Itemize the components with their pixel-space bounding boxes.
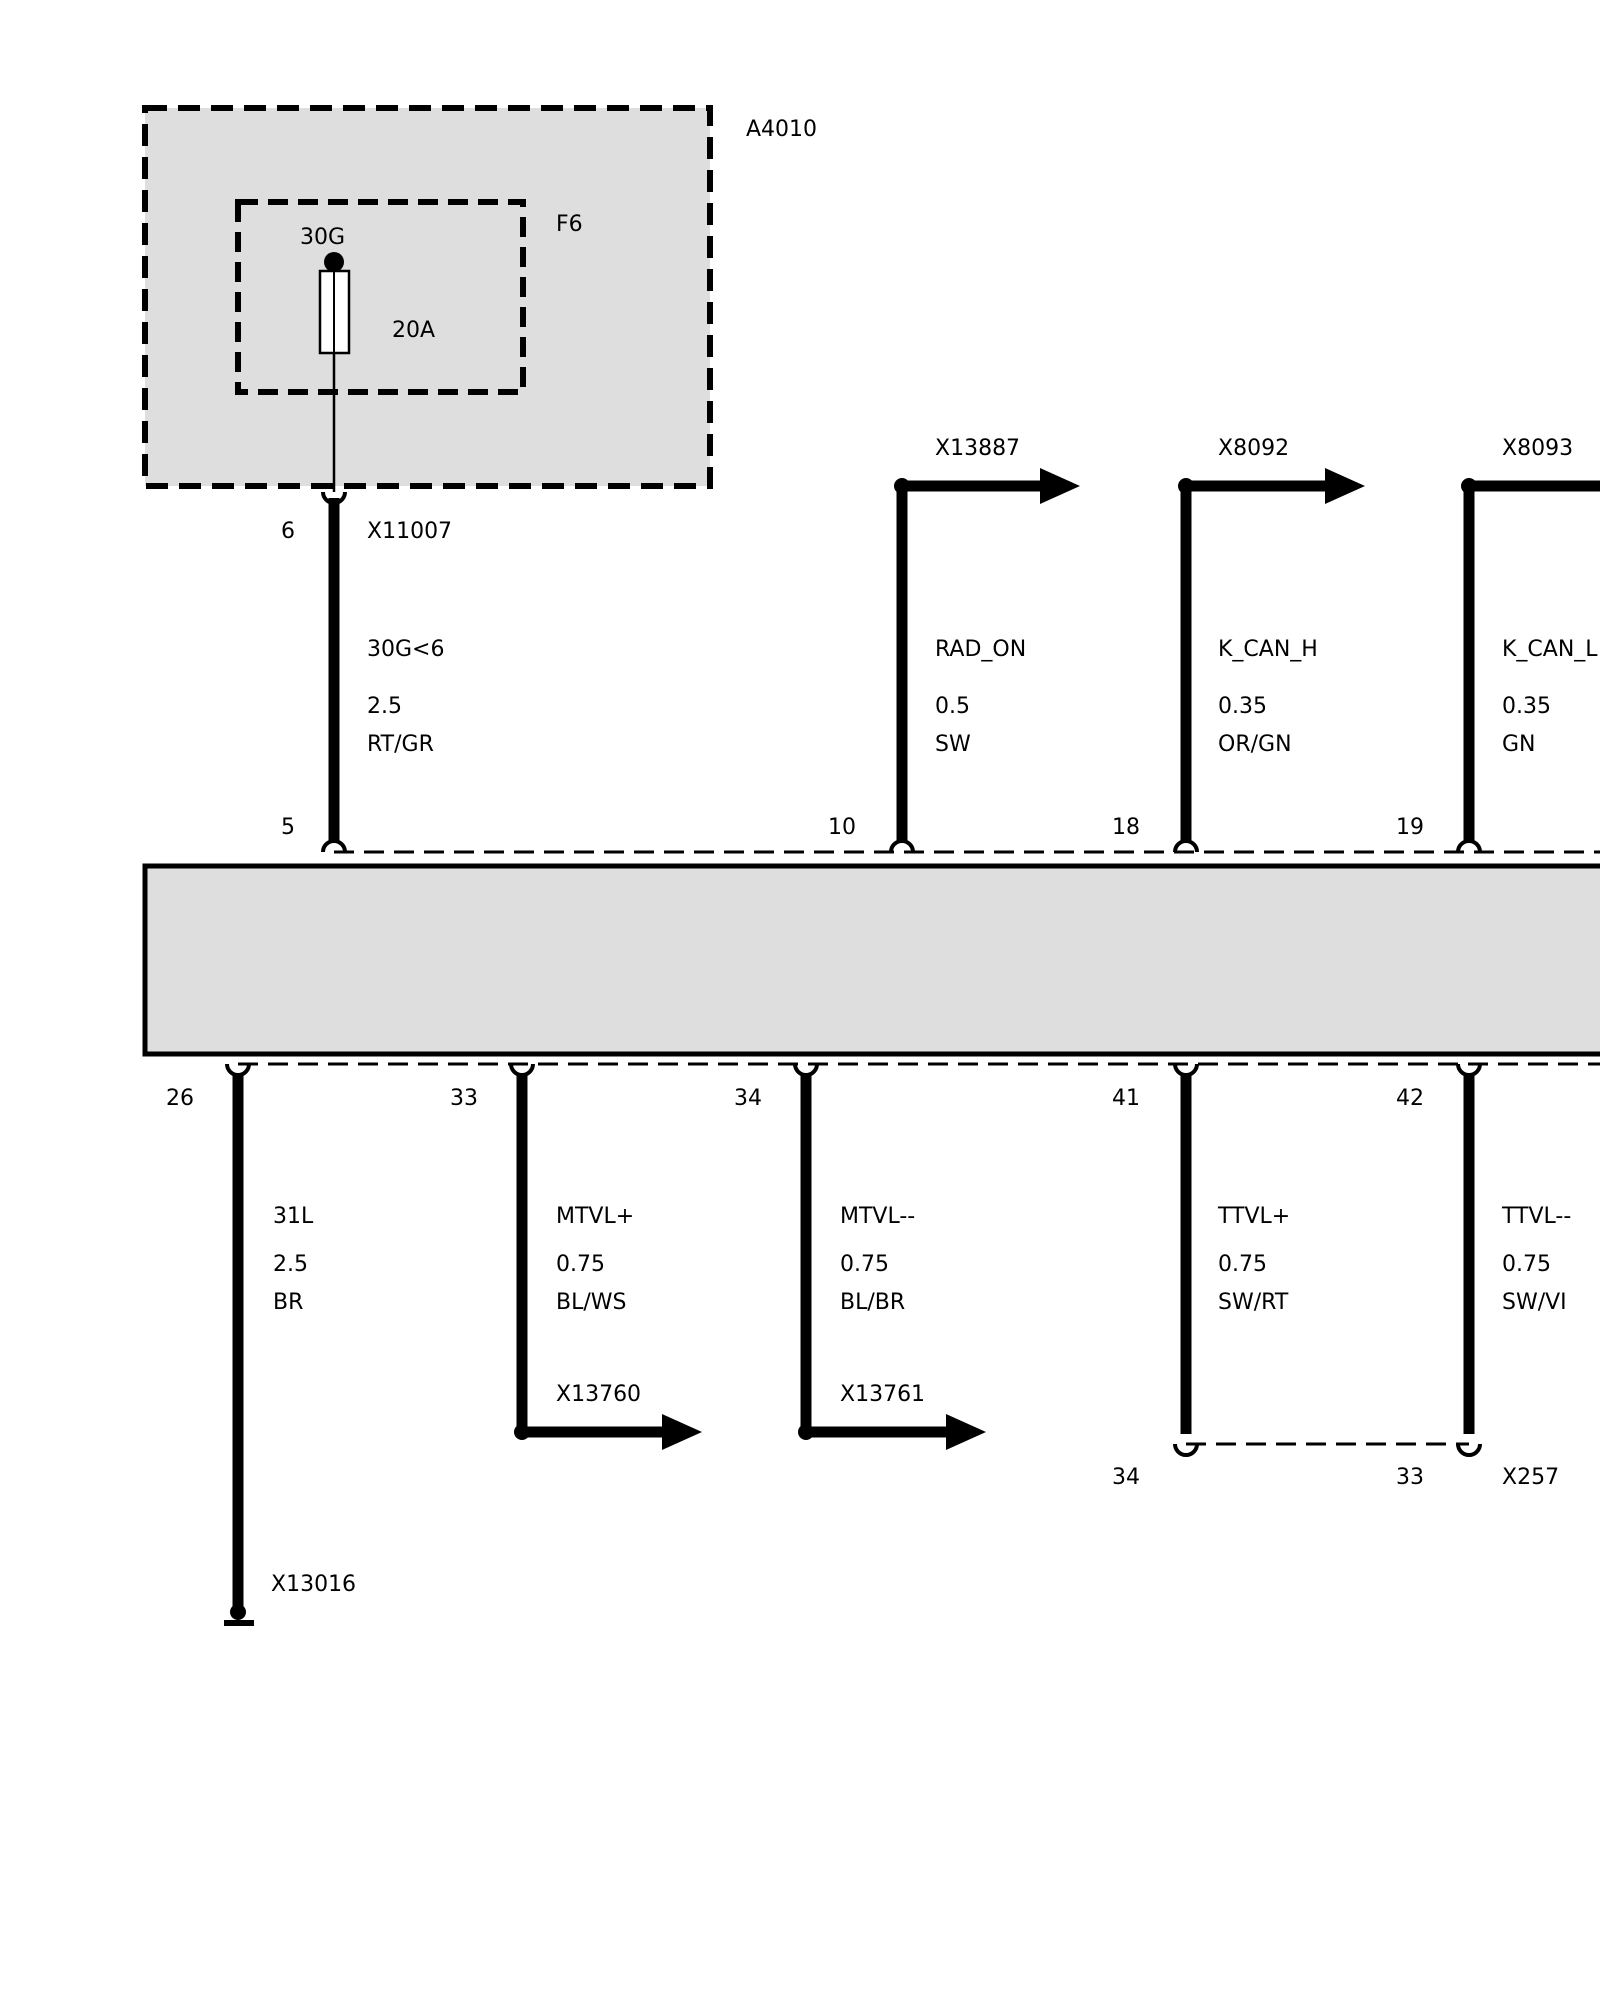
wire-bottom-1: 26 31L 2.5 BR X13016 <box>166 1063 356 1626</box>
connector-x257: 34 33 X257 <box>1112 1442 1559 1490</box>
wire-signal-label: TTVL+ <box>1217 1204 1290 1229</box>
wire-pin-number: 41 <box>1112 1086 1140 1111</box>
wire-signal-label: MTVL-- <box>840 1204 915 1229</box>
wire-gauge: 0.75 <box>840 1252 889 1277</box>
wire-arrow-head <box>1040 468 1080 504</box>
wire-color: BL/BR <box>840 1290 905 1315</box>
wire-pin-number: 19 <box>1396 815 1424 840</box>
x257-pin-left: 34 <box>1112 1465 1140 1490</box>
wire-signal-label: 31L <box>273 1204 314 1229</box>
wire-arrow-head <box>662 1414 702 1450</box>
pin-socket <box>1456 1443 1482 1457</box>
wire-pin-number: 34 <box>734 1086 762 1111</box>
wire-destination: X8092 <box>1218 436 1289 461</box>
wire-pin-number: 18 <box>1112 815 1140 840</box>
pin-socket <box>889 839 915 853</box>
wire-destination: X13760 <box>556 1382 641 1407</box>
wire-gauge: 0.5 <box>935 694 970 719</box>
wire-gauge: 0.35 <box>1502 694 1551 719</box>
x257-pin-right: 33 <box>1396 1465 1424 1490</box>
wire-bottom-2: 33 MTVL+ 0.75 BL/WS X13760 <box>450 1063 702 1450</box>
wire-bottom-3: 34 MTVL-- 0.75 BL/BR X13761 <box>734 1063 986 1450</box>
wire-pin-number: 5 <box>281 815 295 840</box>
wire-signal-label: MTVL+ <box>556 1204 634 1229</box>
wire-signal-label: 30G<6 <box>367 637 444 662</box>
pin-socket <box>1173 1443 1199 1457</box>
wire-destination: X13016 <box>271 1572 356 1597</box>
wire-gauge: 0.75 <box>1502 1252 1551 1277</box>
wire-destination: X13887 <box>935 436 1020 461</box>
pin-socket <box>1456 1063 1482 1077</box>
control-module-box <box>142 863 1600 1057</box>
wire-signal-label: K_CAN_H <box>1218 637 1318 662</box>
pin-socket <box>509 1063 535 1077</box>
fuse-terminal-dot <box>324 252 344 272</box>
wire-top-4: 19 X8093 K_CAN_L 0.35 GN <box>1396 436 1600 853</box>
fuse-label: F6 <box>556 212 583 237</box>
wire-color: OR/GN <box>1218 732 1292 757</box>
wire-color: RT/GR <box>367 732 434 757</box>
wire-destination: X8093 <box>1502 436 1573 461</box>
ground-dot <box>230 1604 246 1620</box>
pin-socket <box>225 1063 251 1077</box>
wire-gauge: 0.75 <box>1218 1252 1267 1277</box>
wire-color: GN <box>1502 732 1536 757</box>
wire-signal-label: TTVL-- <box>1501 1204 1571 1229</box>
upper-pin-number: 6 <box>281 519 295 544</box>
x257-label: X257 <box>1502 1465 1559 1490</box>
fuse-box-a4010: A4010 F6 30G 20A <box>142 105 817 492</box>
wire-arrow-head <box>946 1414 986 1450</box>
pin-socket <box>793 1063 819 1077</box>
upper-connector-label: X11007 <box>367 519 452 544</box>
fuse-rating: 20A <box>392 318 435 343</box>
pin-socket <box>321 839 347 853</box>
wire-color: SW <box>935 732 971 757</box>
fuse-box-label: A4010 <box>746 117 817 142</box>
wire-pin-number: 26 <box>166 1086 194 1111</box>
connector-x11007: 6 X11007 <box>281 491 452 544</box>
wire-color: BL/WS <box>556 1290 626 1315</box>
wire-color: SW/VI <box>1502 1290 1567 1315</box>
wire-color: SW/RT <box>1218 1290 1289 1315</box>
wire-signal-label: K_CAN_L <box>1502 637 1598 662</box>
wire-bottom-5: 42 TTVL-- 0.75 SW/VI <box>1396 1063 1571 1457</box>
pin-socket <box>1173 1063 1199 1077</box>
wire-signal-label: RAD_ON <box>935 637 1026 662</box>
wire-gauge: 0.75 <box>556 1252 605 1277</box>
wire-pin-number: 42 <box>1396 1086 1424 1111</box>
wire-color: BR <box>273 1290 303 1315</box>
fuse-f6-outline <box>235 199 526 395</box>
wire-bottom-4: 41 TTVL+ 0.75 SW/RT <box>1112 1063 1290 1457</box>
wire-top-2: 10 X13887 RAD_ON 0.5 SW <box>828 436 1080 853</box>
pin-socket <box>1456 839 1482 853</box>
wire-gauge: 2.5 <box>367 694 402 719</box>
wire-top-3: 18 X8092 K_CAN_H 0.35 OR/GN <box>1112 436 1365 853</box>
wire-destination: X13761 <box>840 1382 925 1407</box>
fuse-terminal-label: 30G <box>300 225 345 250</box>
wire-gauge: 2.5 <box>273 1252 308 1277</box>
wire-gauge: 0.35 <box>1218 694 1267 719</box>
pin-socket <box>1173 839 1199 853</box>
wire-top-1: 5 30G<6 2.5 RT/GR <box>281 498 444 853</box>
wire-pin-number: 10 <box>828 815 856 840</box>
wire-arrow-head <box>1325 468 1365 504</box>
wire-pin-number: 33 <box>450 1086 478 1111</box>
